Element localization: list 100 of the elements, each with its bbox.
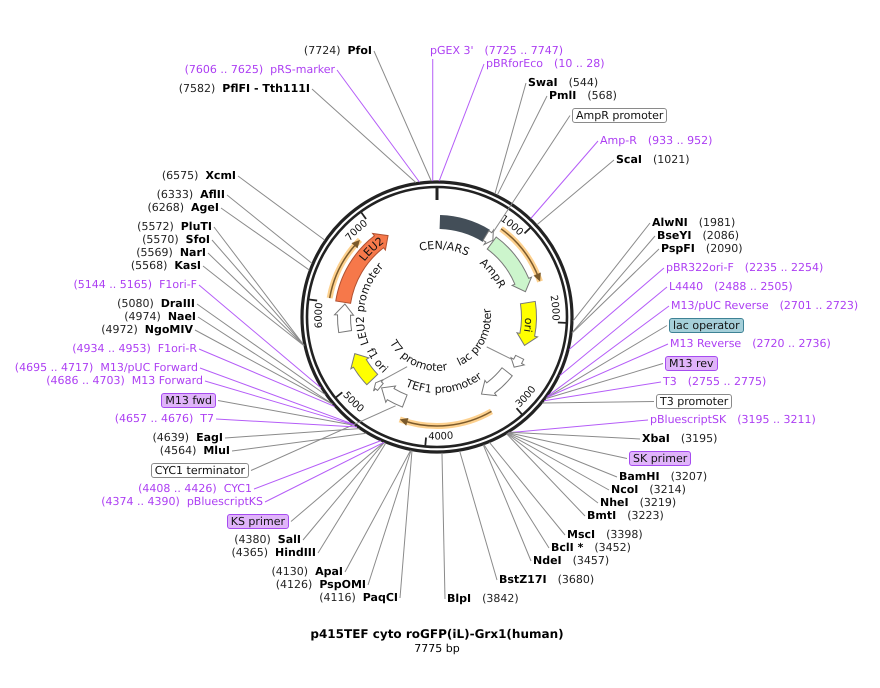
sequence-feature [373,379,384,392]
primer-position: (4408 .. 4426) [138,482,217,495]
enzyme-name: HindIII [275,546,316,559]
leader-line [572,248,660,334]
leader-line [441,452,446,600]
cut-site-position: (3214) [649,483,686,496]
leader-line [198,284,322,388]
sequence-feature [482,230,494,245]
primer-position: (4374 .. 4390) [101,495,180,508]
leader-line [232,432,367,452]
enzyme-name: ApaI [315,565,343,578]
primer-name: M13/pUC Forward [100,361,198,374]
enzyme-name: MscI [567,528,596,541]
cut-site-position: (2090) [706,242,742,255]
leader-line [336,70,420,183]
leader-line [536,160,614,226]
leader-line [559,286,668,376]
enzyme-name: BmtI [587,509,616,522]
primer-name: pGEX 3' [430,44,474,57]
leader-line [264,442,385,502]
enzyme-name: BamHI [619,470,660,483]
enzyme-name: DraIII [160,297,195,310]
leader-line [368,450,412,586]
cut-site-position: (5569) [136,246,173,259]
sequence-feature [481,367,513,396]
enzyme-name: SwaI [528,76,558,89]
leader-line [198,316,333,404]
enzyme-name: XcmI [205,169,236,182]
feature-label: T3 promoter [656,394,732,409]
enzyme-name: SfoI [186,233,210,246]
cut-site-position: (4564) [160,444,196,457]
cut-site-position: (568) [587,89,617,102]
leader-line [506,432,610,490]
map-title: p415TEF cyto roGFP(iL)-Grx1(human) [310,627,564,641]
primer-position: (2720 .. 2736) [752,337,831,350]
leader-line [432,58,434,182]
cut-site-position: (1021) [652,153,690,166]
primer-position: (4934 .. 4953) [72,342,151,355]
enzyme-name: AlwNI [652,216,688,229]
leader-line [508,432,618,478]
leader-line [572,236,656,334]
enzyme-name: NdeI [533,554,562,567]
enzyme-name: PaqCI [362,591,398,604]
primer-position: (2755 .. 2775) [688,375,766,388]
cut-site-position: (4974) [124,310,161,323]
cut-site-position: (3207) [670,470,708,483]
leader-line [196,304,326,396]
leader-line [542,401,654,404]
feature-label: M13 fwd [161,393,216,408]
feature-label: AmpR promoter [572,108,668,123]
primer-position: (10 .. 28) [554,57,605,70]
cut-site-position: (3223) [627,509,664,522]
primer-name: T7 [200,412,214,425]
feature-name: ori [520,317,536,334]
leader-line [198,348,336,407]
cut-site-position: (4380) [234,533,271,546]
leader-line [302,442,385,540]
enzyme-name: XbaI [642,432,670,445]
leader-line [546,325,668,398]
leader-line [254,440,382,490]
primer-position: (2701 .. 2723) [780,299,858,312]
leader-line [318,442,386,554]
primer-position: (7725 .. 7747) [484,44,564,57]
enzyme-name: PmlI [549,89,576,102]
primer-name: CYC1 [224,482,252,495]
enzyme-name: PluTI [180,220,212,233]
leader-line [483,444,550,548]
leader-line [482,444,532,562]
feature-label: lac operator [669,318,744,333]
cut-site-position: (5570) [142,233,179,246]
primer-position: (4686 .. 4703) [46,374,125,387]
primer-name: pBRforEco [486,57,544,70]
cut-site-position: (4365) [231,546,268,559]
primer-name: T3 [663,375,677,388]
cut-site-position: (3680) [558,573,594,586]
leader-line [290,442,385,522]
cut-site-position: (6575) [162,169,198,182]
primer-name: pBR322ori-F [666,261,734,274]
leader-line [202,266,305,346]
enzyme-name: SalI [278,533,301,546]
enzyme-name: NcoI [611,483,638,496]
feature-name: f1 ori [364,346,390,376]
leader-line [220,208,310,271]
primer-position: (4695 .. 4717) [14,361,94,374]
enzyme-name: NarI [180,246,206,259]
primer-name: L4440 [669,280,704,293]
cut-site-position: (4126) [276,578,312,591]
leader-line [530,140,598,219]
primer-position: (933 .. 952) [648,134,712,147]
leader-line [508,420,648,434]
leader-line [508,432,640,440]
enzyme-name: NheI [600,496,629,509]
primer-position: (2488 .. 2505) [714,280,793,293]
leader-line [381,366,408,381]
leader-line [374,50,432,182]
leader-line [488,442,566,536]
leader-line [568,268,664,350]
enzyme-name: BseYI [657,229,692,242]
cut-site-position: (3219) [640,496,676,509]
leader-line [312,88,416,184]
